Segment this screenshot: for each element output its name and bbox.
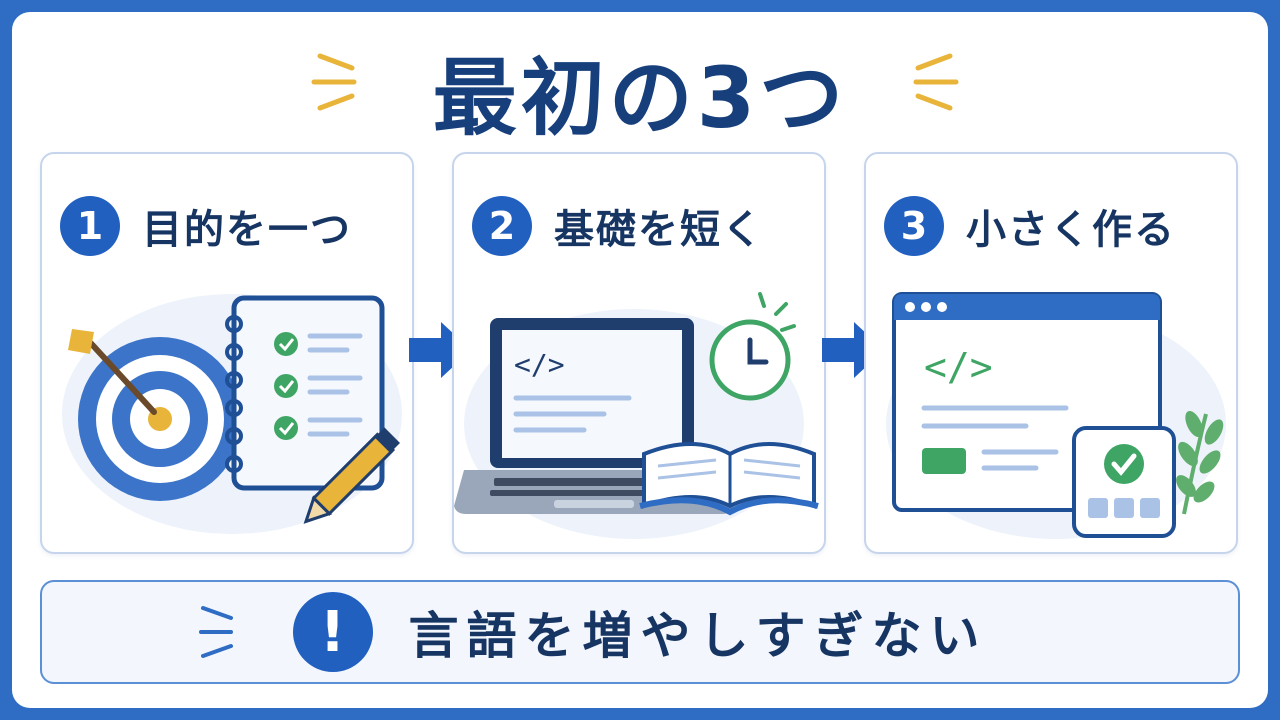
step-label-3: 小さく作る — [966, 207, 1176, 253]
laptop-book-clock-icon: </> — [454, 292, 819, 539]
target-checklist-icon — [62, 294, 402, 534]
step-number-2: 2 — [472, 196, 532, 256]
warning-text: 言語を増やしすぎない — [408, 607, 988, 665]
sparkle-left-icon — [311, 53, 357, 111]
exclamation-icon: ! — [292, 592, 373, 672]
step-card-3: 3 小さく作る </> — [864, 152, 1238, 554]
step-label-2: 基礎を短く — [554, 207, 764, 253]
step-number-3: 3 — [884, 196, 944, 256]
banner-sparkle-icon — [199, 606, 233, 658]
warning-banner: ! 言語を増やしすぎない — [40, 580, 1240, 684]
step-label-1: 目的を一つ — [142, 207, 352, 253]
browser-window-check-icon: </> — [886, 292, 1226, 539]
svg-text:</>: </> — [514, 348, 565, 381]
step-header-1: 1 目的を一つ — [60, 194, 352, 258]
step-number-1: 1 — [60, 196, 120, 256]
step-header-2: 2 基礎を短く — [472, 194, 764, 258]
sparkle-right-icon — [913, 53, 959, 111]
step-header-3: 3 小さく作る — [884, 194, 1176, 258]
svg-text:</>: </> — [924, 345, 993, 389]
page-title: 最初の3つ — [432, 48, 848, 147]
step-card-1: 1 目的を一つ — [40, 152, 414, 554]
step-card-2: 2 基礎を短く </> — [452, 152, 826, 554]
title-wrap: 最初の3つ — [0, 36, 1280, 147]
